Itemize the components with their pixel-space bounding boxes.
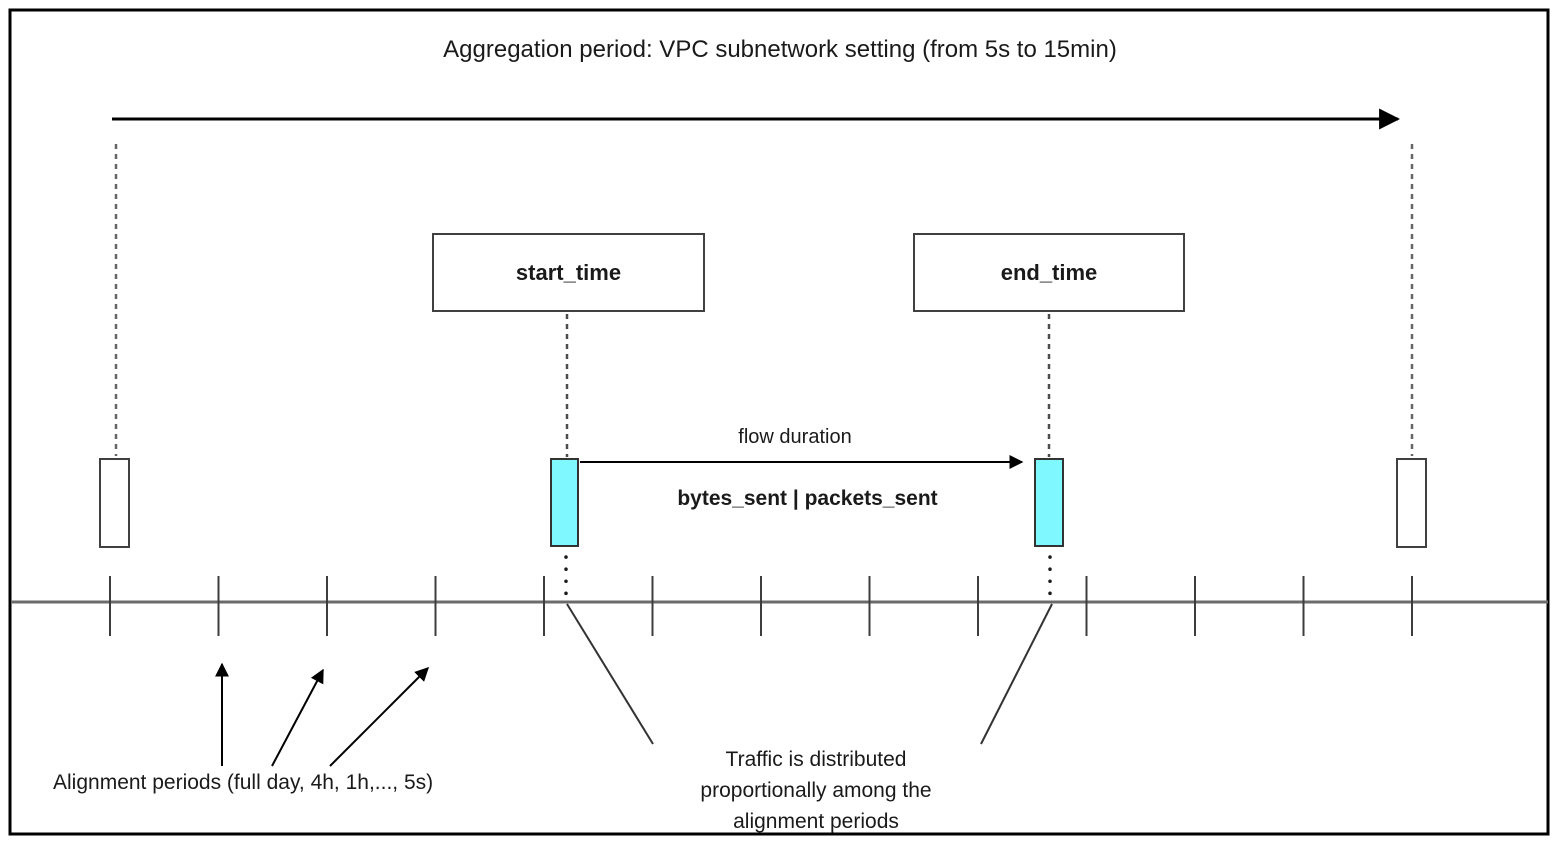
diagram-title: Aggregation period: VPC subnetwork setti… [443, 36, 1117, 63]
end-time-bar [1034, 458, 1064, 547]
alignment-periods-label: Alignment periods (full day, 4h, 1h,...,… [53, 771, 434, 794]
traffic-note-line-3: alignment periods [733, 810, 899, 833]
alignment-arrow-2 [271, 668, 324, 767]
end-time-box-label: end_time [1000, 259, 1098, 285]
start-time-box-label: start_time [515, 259, 622, 285]
flow-metrics-label: bytes_sent | packets_sent [677, 487, 938, 510]
traffic-note-line-1: Traffic is distributed [725, 748, 907, 771]
flow-duration-label: flow duration [738, 426, 852, 448]
traffic-note-pointer-left [566, 603, 654, 745]
start-time-box: start_time [432, 233, 705, 312]
alignment-period-arrows [215, 662, 429, 767]
traffic-note-line-2: proportionally among the [700, 779, 932, 802]
alignment-arrow-3 [329, 667, 429, 767]
traffic-note-pointer-right [980, 603, 1053, 745]
outer-border [8, 8, 1550, 836]
end-time-box: end_time [913, 233, 1185, 312]
traffic-distribution-note: Traffic is distributed proportionally am… [666, 744, 966, 837]
start-time-bar [550, 458, 579, 547]
right-boundary-bar [1396, 458, 1427, 548]
timeline-ticks [109, 576, 1413, 636]
left-boundary-bar [99, 458, 130, 548]
